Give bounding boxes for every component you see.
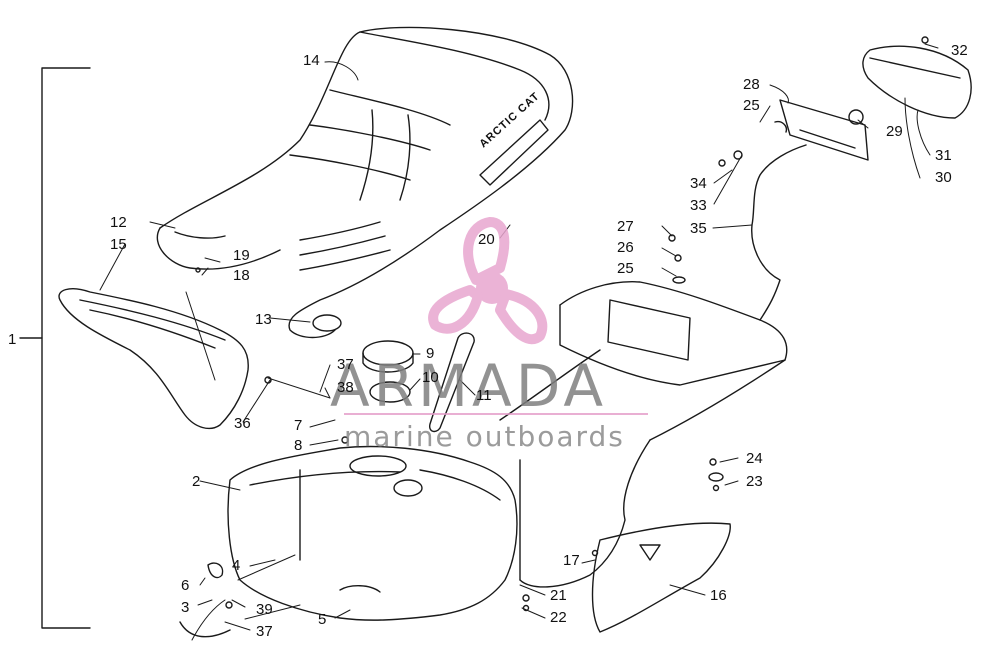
leader-lines (99, 43, 939, 631)
callout-28: 28 (743, 76, 760, 93)
callout-13: 13 (255, 311, 272, 328)
watermark-logo-icon (428, 217, 548, 345)
callout-18: 18 (233, 267, 250, 284)
callout-31: 31 (935, 147, 952, 164)
watermark-subtitle: marine outboards (344, 420, 625, 453)
fuel-cap-part (362, 340, 414, 373)
callout-12: 12 (110, 214, 127, 231)
callout-38: 38 (337, 379, 354, 396)
callout-36: 36 (234, 415, 251, 432)
callout-2: 2 (192, 473, 201, 490)
callout-37a: 37 (337, 356, 354, 373)
callout-39: 39 (256, 601, 273, 618)
callout-4: 4 (232, 557, 241, 574)
callout-25b: 25 (617, 260, 634, 277)
callout-15: 15 (110, 236, 127, 253)
callout-32: 32 (951, 42, 968, 59)
callout-34: 34 (690, 175, 707, 192)
taillight-bracket-part (779, 99, 869, 161)
callout-1: 1 (8, 331, 17, 348)
watermark-title: ARMADA (330, 352, 608, 420)
callout-30: 30 (935, 169, 952, 186)
callout-9: 9 (426, 345, 435, 362)
callout-3: 3 (181, 599, 190, 616)
callout-25a: 25 (743, 97, 760, 114)
seat-patch (312, 314, 342, 332)
callout-14: 14 (303, 52, 320, 69)
callout-23: 23 (746, 473, 763, 490)
watermark-divider (344, 413, 648, 415)
callout-10: 10 (422, 369, 439, 386)
callout-16: 16 (710, 587, 727, 604)
callout-5: 5 (318, 611, 327, 628)
callout-6: 6 (181, 577, 190, 594)
callout-22: 22 (550, 609, 567, 626)
side-cover-part (591, 522, 731, 633)
callout-11: 11 (476, 387, 492, 404)
callout-37b: 37 (256, 623, 273, 640)
callout-19: 19 (233, 247, 250, 264)
callout-33: 33 (690, 197, 707, 214)
callout-35: 35 (690, 220, 707, 237)
assembly-bracket (19, 67, 91, 629)
callout-20: 20 (478, 231, 495, 248)
callout-21: 21 (550, 587, 567, 604)
callout-27: 27 (617, 218, 634, 235)
hardware-parts (179, 36, 929, 638)
callout-24: 24 (746, 450, 763, 467)
seat-front-part (58, 288, 249, 430)
seat-part (156, 26, 574, 339)
callout-7: 7 (294, 417, 303, 434)
callout-26: 26 (617, 239, 634, 256)
gasket-part (369, 381, 411, 403)
fuel-tank-part (227, 445, 518, 621)
callout-8: 8 (294, 437, 303, 454)
callout-17: 17 (563, 552, 580, 569)
taillight-lens-part (862, 45, 972, 119)
fuel-gauge-part (428, 332, 475, 433)
wiring-harness-part (751, 144, 807, 321)
seat-logo-panel (479, 119, 549, 186)
callout-29: 29 (886, 123, 903, 140)
